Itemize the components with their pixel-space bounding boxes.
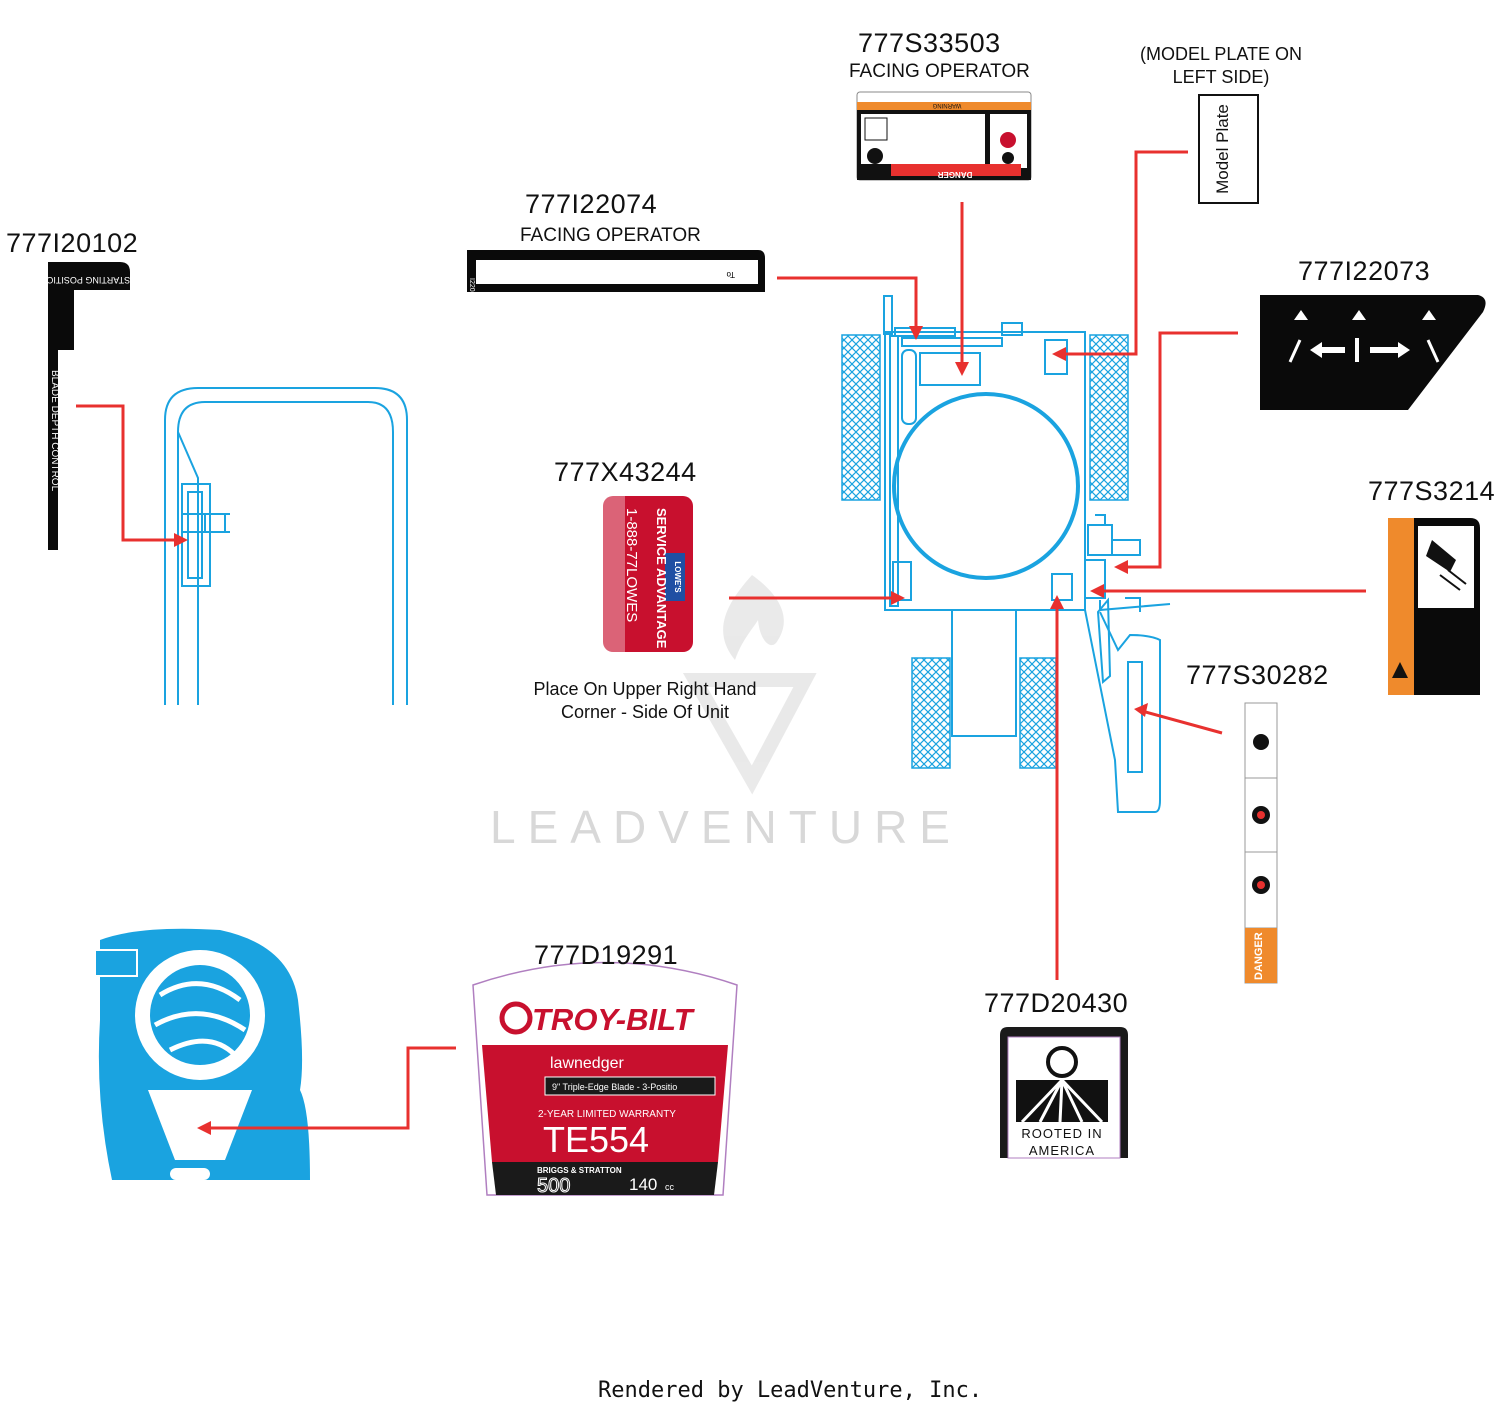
arrow-20102 [76, 404, 178, 542]
decal-starting-position: STARTING POSITION BLADE DEPTH CONTROL [40, 262, 130, 550]
starting-position-text: STARTING POSITION [40, 275, 130, 285]
note-43244-line2: Corner - Side Of Unit [560, 702, 730, 722]
arrow-22073 [1124, 331, 1238, 569]
blade-depth-text: BLADE DEPTH CONTROL [49, 370, 60, 492]
decal-rooted-in-america: ROOTED IN AMERICA [1000, 1027, 1128, 1159]
part-label-20102: 777I20102 [6, 228, 139, 258]
model-text: TE554 [543, 1119, 649, 1160]
watermark-logo [682, 575, 817, 795]
lawnedger-text: lawnedger [550, 1055, 625, 1072]
warning-text: WARNING [932, 102, 961, 108]
tube-to-text: To [726, 270, 735, 279]
lowes-text: LOWE'S [673, 561, 682, 593]
vertical-danger-text: DANGER [1253, 932, 1265, 980]
arrow-model-plate [1062, 150, 1188, 356]
troy-bilt-text: TROY-BILT [532, 1002, 696, 1037]
note-43244: Place On Upper Right Hand Corner - Side … [500, 678, 790, 724]
edger-unit-drawing [841, 295, 1171, 813]
note-33503: FACING OPERATOR [849, 61, 1030, 82]
watermark-text: LEADVENTURE [490, 801, 962, 853]
part-label-30282: 777S30282 [1186, 660, 1329, 690]
part-label-20430: 777D20430 [984, 988, 1129, 1018]
part-label-19291: 777D19291 [534, 940, 679, 970]
part-label-22074: 777I22074 [525, 189, 658, 219]
part-label-43244: 777X43244 [554, 457, 697, 487]
part-label-22073: 777I22073 [1298, 256, 1431, 286]
decal-tube: I22074 To [467, 250, 765, 300]
footer-credit: Rendered by LeadVenture, Inc. [598, 1378, 983, 1403]
arrow-22074 [777, 276, 918, 330]
arrow-19291 [207, 1046, 456, 1130]
decal-hand-hazard [1388, 518, 1480, 695]
note-model-plate: (MODEL PLATE ON LEFT SIDE) [1136, 43, 1306, 89]
briggs-text: BRIGGS & STRATTON [537, 1166, 622, 1175]
decal-troy-bilt: TROY-BILT lawnedger 9" Triple-Edge Blade… [472, 961, 738, 1198]
callout-arrowheads [174, 326, 1148, 1135]
series-text: 500 [537, 1175, 570, 1197]
rooted-text: ROOTED IN [1021, 1126, 1102, 1141]
cc-unit-text: cc [665, 1182, 675, 1192]
note-43244-line1: Place On Upper Right Hand [533, 679, 757, 699]
model-plate: Model Plate [1198, 94, 1259, 204]
cc-value-text: 140 [629, 1175, 657, 1194]
decal-arrows [1260, 295, 1486, 410]
note-model-plate-line2: LEFT SIDE) [1172, 67, 1270, 87]
handle-drawing [164, 387, 408, 705]
decal-vertical-danger: DANGER [1244, 702, 1278, 984]
tube-code-text: I22074 [468, 278, 475, 300]
note-22074: FACING OPERATOR [520, 225, 701, 246]
america-text: AMERICA [1029, 1143, 1095, 1158]
engine-cover-drawing [94, 928, 310, 1180]
blade-desc-text: 9" Triple-Edge Blade - 3-Positio [552, 1082, 677, 1092]
warranty-text: 2-YEAR LIMITED WARRANTY [538, 1109, 676, 1120]
model-plate-text: Model Plate [1213, 104, 1232, 194]
note-model-plate-line1: (MODEL PLATE ON [1139, 44, 1303, 64]
arrow-30282 [1141, 709, 1223, 735]
decal-lowes: LOWE'S SERVICE ADVANTAGE 1-888-77LOWES [603, 496, 693, 652]
part-label-33503: 777S33503 [858, 28, 1001, 58]
decal-warning-danger: WARNING DANGER [856, 91, 1032, 181]
callout-arrows [76, 150, 1366, 1130]
phone-text: 1-888-77LOWES [623, 508, 640, 622]
part-label-3214: 777S3214 [1368, 476, 1496, 506]
danger-text: DANGER [937, 170, 972, 179]
service-advantage-text: SERVICE ADVANTAGE [654, 508, 669, 649]
